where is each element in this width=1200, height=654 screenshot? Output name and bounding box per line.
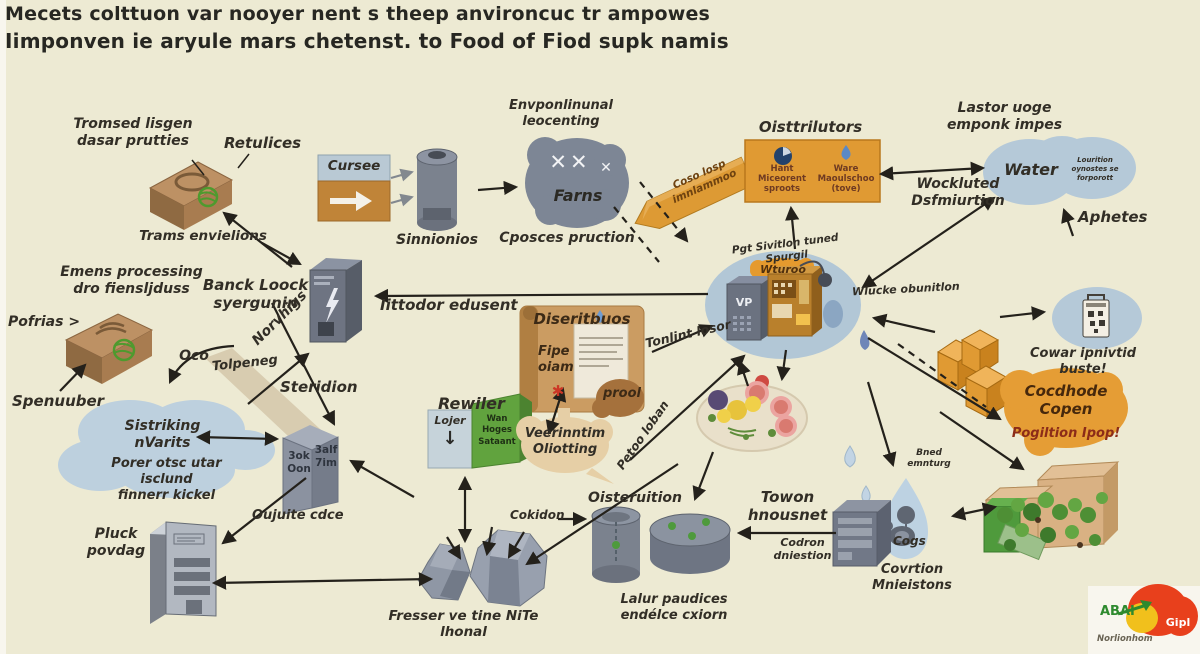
- cylinder-sinnionios: [416, 148, 458, 231]
- label-dist-col2: Ware Maoulschoo (tove): [817, 164, 875, 195]
- label-covrtion: Covrtion Mnieistons: [872, 562, 952, 593]
- label-aphetes: Aphetes: [1078, 208, 1148, 226]
- label-cposces: Cposces pruction: [499, 230, 635, 246]
- farns-blob: [525, 137, 629, 228]
- water-droplet-icon: [841, 145, 851, 160]
- label-farns: Farns: [553, 186, 603, 205]
- label-fresser: Fresser ve tine NiTe lhonal: [388, 608, 539, 641]
- label-lastor: Lastor uoge emponk impes: [946, 100, 1063, 134]
- label-wturoo: Wturoo: [760, 263, 806, 276]
- cocdhode-blob: [1000, 368, 1128, 456]
- orange-cubes: [937, 329, 1007, 418]
- label-cokidon: Cokidon: [510, 508, 565, 522]
- label-vp: VP: [735, 296, 753, 309]
- label-cogs: Cogs: [893, 534, 926, 548]
- label-steridion: Steridion: [280, 378, 358, 396]
- label-codron: Codron dniestion: [773, 536, 832, 563]
- label-spenuuber: Spenuuber: [12, 392, 105, 410]
- label-wockluted: Wockluted Dsfmiurtion: [911, 176, 1005, 210]
- water-cloud: [983, 136, 1136, 205]
- cardboard-box-top-left: [148, 161, 234, 230]
- water-droplet-icon: [596, 310, 604, 323]
- label-sistriking: Sistriking nVarits: [124, 418, 201, 452]
- qr-device-icon: [1082, 299, 1110, 338]
- qr-ellipse: [1052, 287, 1142, 349]
- label-environmental: Envponlinunal leocenting: [508, 98, 613, 129]
- logo-art: [1117, 584, 1198, 636]
- cursee-box: [317, 154, 391, 222]
- down-arrow-icon: ↓: [442, 428, 458, 449]
- fridge-unit: [150, 521, 217, 624]
- label-sinnionios: Sinnionios: [396, 232, 478, 248]
- label-wan-hoges: Wan Hoges Sataant: [478, 414, 516, 447]
- produce-plate: [696, 375, 808, 452]
- arrows: [59, 153, 1075, 590]
- label-cursee: Cursee: [327, 158, 381, 174]
- left-margin: [0, 0, 6, 654]
- cardboard-box-pofrias: [64, 313, 154, 384]
- label-distributors: Oisttrilutors: [758, 118, 863, 136]
- small-droplet-icon: [860, 330, 870, 350]
- label-prool: prool: [602, 386, 642, 401]
- parsley-herbs: [997, 492, 1108, 551]
- label-lalur: Lalur paudices endélce cxiorn: [620, 592, 728, 623]
- lightning-icon: [326, 288, 339, 323]
- cylinder-oisteruition: [591, 506, 641, 583]
- label-water: Water: [1004, 160, 1058, 179]
- hub-ellipse: [705, 251, 861, 359]
- label-pogiltion: Pogiltion Ipop!: [1011, 426, 1121, 441]
- x-marks-large: ✕✕: [549, 150, 591, 174]
- rocks: [417, 529, 548, 607]
- server-lightning: [309, 258, 362, 343]
- label-banck: Banck Loock syergunin: [202, 276, 309, 313]
- norvhigs-bar: [205, 348, 332, 452]
- water-drops-cluster: [844, 445, 928, 559]
- label-towon: Towon hnousnet: [747, 488, 828, 525]
- veerinntim-blob: [516, 408, 614, 484]
- label-cowar: Cowar ipnivtid buste!: [1029, 346, 1137, 377]
- produce-crates: [983, 461, 1120, 561]
- label-fipe: Fipe oiam: [538, 344, 574, 375]
- label-veerinntim: Veerinntim Oliotting: [524, 426, 606, 457]
- label-dist-col1: Hant Miceorent sproots: [757, 164, 807, 195]
- label-tromsed: Tromsed lisgen dasar prutties: [73, 116, 193, 150]
- label-pillar-left: 3ok Oon: [287, 450, 311, 475]
- label-bned: Bned emnturg: [907, 448, 951, 469]
- red-pin-icon: ✱: [551, 382, 565, 400]
- logo-arrow-icon: [1140, 600, 1152, 611]
- logo-abai-text: ABAI: [1100, 604, 1135, 619]
- label-retulices: Retulices: [224, 134, 302, 152]
- server-tower-right: [832, 500, 891, 567]
- label-oco: Oco: [179, 348, 209, 364]
- close-loop-ribbon: [634, 156, 755, 230]
- label-pillar-right: 3alf 7im: [314, 444, 338, 469]
- label-cocdhode: Cocdhode Copen: [1024, 382, 1108, 419]
- diseritbuos-scroll: [519, 305, 645, 418]
- title-line-1: Mecets colttuon var nooyer nent s theep …: [5, 3, 711, 25]
- label-iittodor: Iittodor edusent: [380, 296, 518, 314]
- logo-gipl-text: Gipl: [1165, 616, 1191, 629]
- label-pluck: Pluck povdag: [86, 526, 146, 560]
- label-oisteruition: Oisteruition: [588, 490, 682, 506]
- label-diseritbuos: Diseritbuos: [533, 310, 631, 328]
- label-water-sub: Lourition oynostes se forporott: [1071, 156, 1119, 182]
- x-mark-small: ✕: [600, 160, 612, 176]
- label-pofrias: Pofrias >: [8, 314, 81, 330]
- label-lojer: Lojer: [434, 414, 466, 427]
- vp-server-icon: [726, 283, 762, 341]
- label-rewiler: Rewiler: [438, 394, 505, 413]
- logo-norlionhom-text: Norlionhom: [1097, 634, 1153, 644]
- label-porer: Porer otsc utar isclund finnerr kickel: [111, 456, 222, 503]
- title-line-2: Iimponven ie aryule mars chetenst. to Fo…: [5, 29, 729, 53]
- label-emens: Emens processing dro fiensljduss: [60, 264, 203, 298]
- disc-with-sprouts: [649, 513, 731, 574]
- label-trams: Trams envielions: [139, 228, 267, 244]
- label-oujuite: Oujuite cdce: [252, 508, 344, 523]
- pillar-3ok: [282, 425, 339, 515]
- sistriking-cloud: [58, 400, 275, 498]
